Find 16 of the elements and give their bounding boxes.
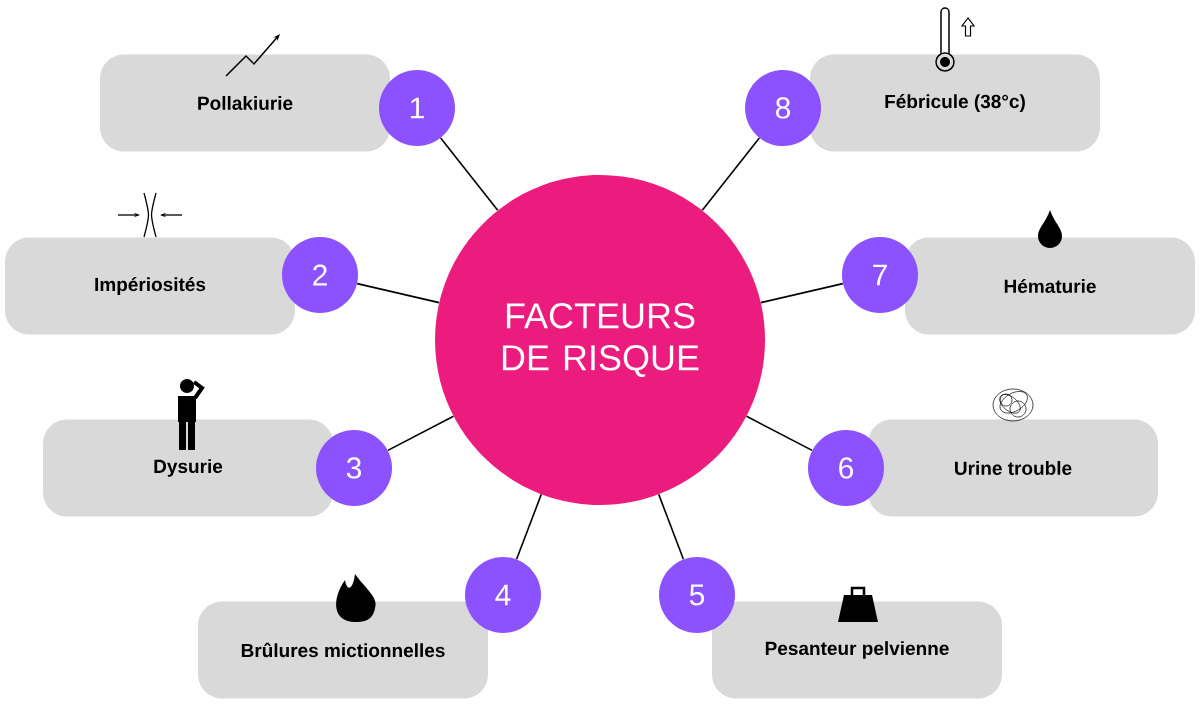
connector-line bbox=[439, 137, 499, 212]
connector-line bbox=[387, 415, 455, 452]
connector-line bbox=[701, 137, 761, 212]
connector-line bbox=[657, 493, 685, 561]
symptom-box: Pollakiurie bbox=[100, 54, 390, 152]
symptom-box: Urine trouble bbox=[868, 419, 1158, 517]
symptom-box: Hématurie bbox=[905, 237, 1195, 335]
connector-line bbox=[515, 493, 543, 561]
symptom-box: Fébricule (38°c) bbox=[810, 54, 1100, 152]
symptom-box: Brûlures mictionnelles bbox=[198, 601, 488, 699]
symptom-box: Dysurie bbox=[43, 419, 333, 517]
symptom-box: Pesanteur pelvienne bbox=[712, 601, 1002, 699]
connector-line bbox=[745, 415, 813, 452]
connector-line bbox=[356, 282, 440, 304]
connector-line bbox=[760, 282, 844, 304]
symptom-box: Impériosités bbox=[5, 237, 295, 335]
